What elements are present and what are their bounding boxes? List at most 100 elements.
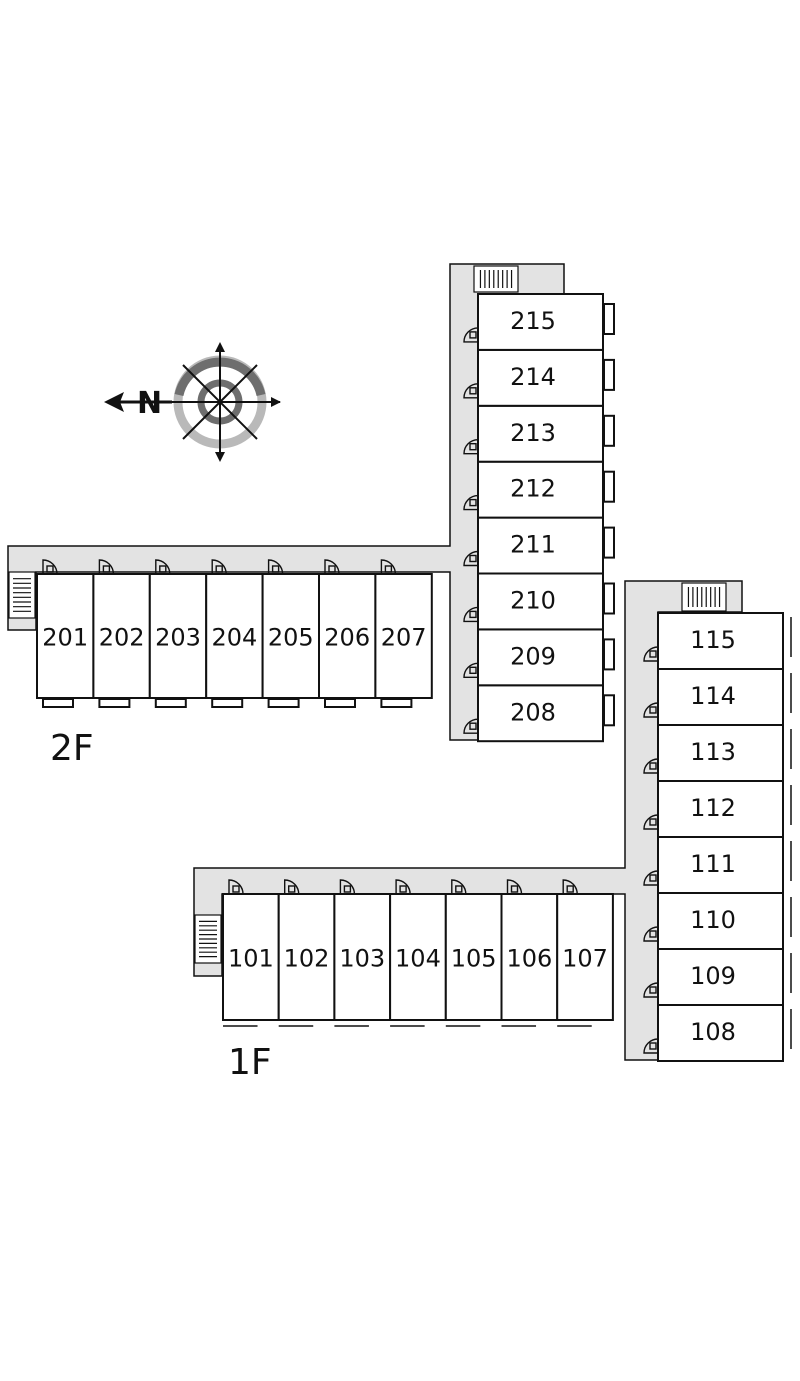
balcony [603,526,615,559]
room-number: 204 [211,623,257,651]
unit-205: 205 [261,559,321,708]
balcony [603,470,615,503]
unit-114: 114 [643,668,792,726]
door-icon [228,879,244,895]
unit-outline [500,893,559,1021]
room-number: 209 [510,642,556,670]
room-number: 208 [510,698,556,726]
room-number: 112 [690,794,736,822]
room-number: 202 [99,623,145,651]
room-number: 103 [339,945,385,973]
door-icon [562,879,578,895]
unit-outline [477,404,604,463]
unit-104: 104 [389,879,447,1027]
compass-icon: N [104,342,281,462]
unit-outline [556,893,614,1021]
room-number: 102 [284,945,330,973]
door-icon [284,879,300,895]
stairs-1f-north [681,582,727,612]
door-icon [380,559,397,575]
compass-north-label: N [137,386,162,421]
door-icon [98,559,115,575]
stairs-1f-west [194,914,222,964]
balcony [98,698,131,708]
unit-outline [277,893,336,1021]
unit-101: 101 [222,879,280,1027]
door-icon [463,718,479,734]
door-icon [463,494,479,511]
unit-208: 208 [463,684,615,743]
room-number: 115 [690,626,736,654]
room-number: 206 [324,623,370,651]
unit-207: 207 [374,559,433,708]
room-number: 213 [510,419,556,447]
unit-outline [477,516,604,575]
unit-outline [389,893,447,1021]
door-icon [267,559,284,575]
door-icon [463,327,479,343]
unit-112: 112 [643,780,792,838]
unit-214: 214 [463,348,615,407]
floor-label-2f: 2F [50,728,94,769]
unit-108: 108 [643,1004,792,1062]
unit-outline [657,948,784,1006]
unit-210: 210 [463,572,615,631]
unit-111: 111 [643,836,792,894]
room-number: 109 [690,962,736,990]
unit-206: 206 [318,559,377,708]
unit-211: 211 [463,516,615,575]
door-icon [463,550,479,567]
room-number: 207 [381,623,427,651]
unit-204: 204 [205,559,264,708]
room-number: 105 [451,945,497,973]
room-number: 215 [510,307,556,335]
room-number: 106 [506,945,552,973]
unit-212: 212 [463,460,615,519]
unit-203: 203 [148,559,208,708]
balcony [603,358,615,391]
unit-201: 201 [36,559,95,708]
room-number: 211 [510,531,556,559]
unit-outline [657,780,784,838]
door-icon [643,870,659,886]
unit-209: 209 [463,628,615,687]
balcony [42,698,74,708]
door-icon [339,879,356,895]
door-icon [643,982,659,998]
unit-outline [657,724,784,782]
unit-109: 109 [643,948,792,1006]
door-icon [324,559,340,575]
unit-outline [657,892,784,950]
balcony [324,698,356,708]
room-number: 210 [510,586,556,614]
door-icon [643,702,659,718]
unit-outline [477,348,604,407]
unit-outline [444,893,503,1021]
door-icon [643,926,659,942]
door-icon [506,879,523,895]
unit-215: 215 [463,293,615,351]
room-number: 104 [395,945,441,973]
balcony [380,698,413,708]
room-number: 212 [510,475,556,503]
door-icon [463,383,479,399]
unit-107: 107 [556,879,614,1027]
balcony [603,638,615,671]
room-number: 214 [510,363,556,391]
unit-103: 103 [333,879,392,1027]
room-number: 205 [268,623,314,651]
balcony [211,698,244,708]
room-number: 203 [155,623,201,651]
door-icon [643,814,659,830]
unit-113: 113 [643,724,792,782]
room-number: 114 [690,682,736,710]
room-number: 107 [562,945,608,973]
room-number: 101 [228,945,274,973]
door-icon [211,559,227,575]
balcony [603,414,615,447]
unit-106: 106 [500,879,559,1027]
unit-outline [657,612,784,670]
door-icon [451,879,467,895]
